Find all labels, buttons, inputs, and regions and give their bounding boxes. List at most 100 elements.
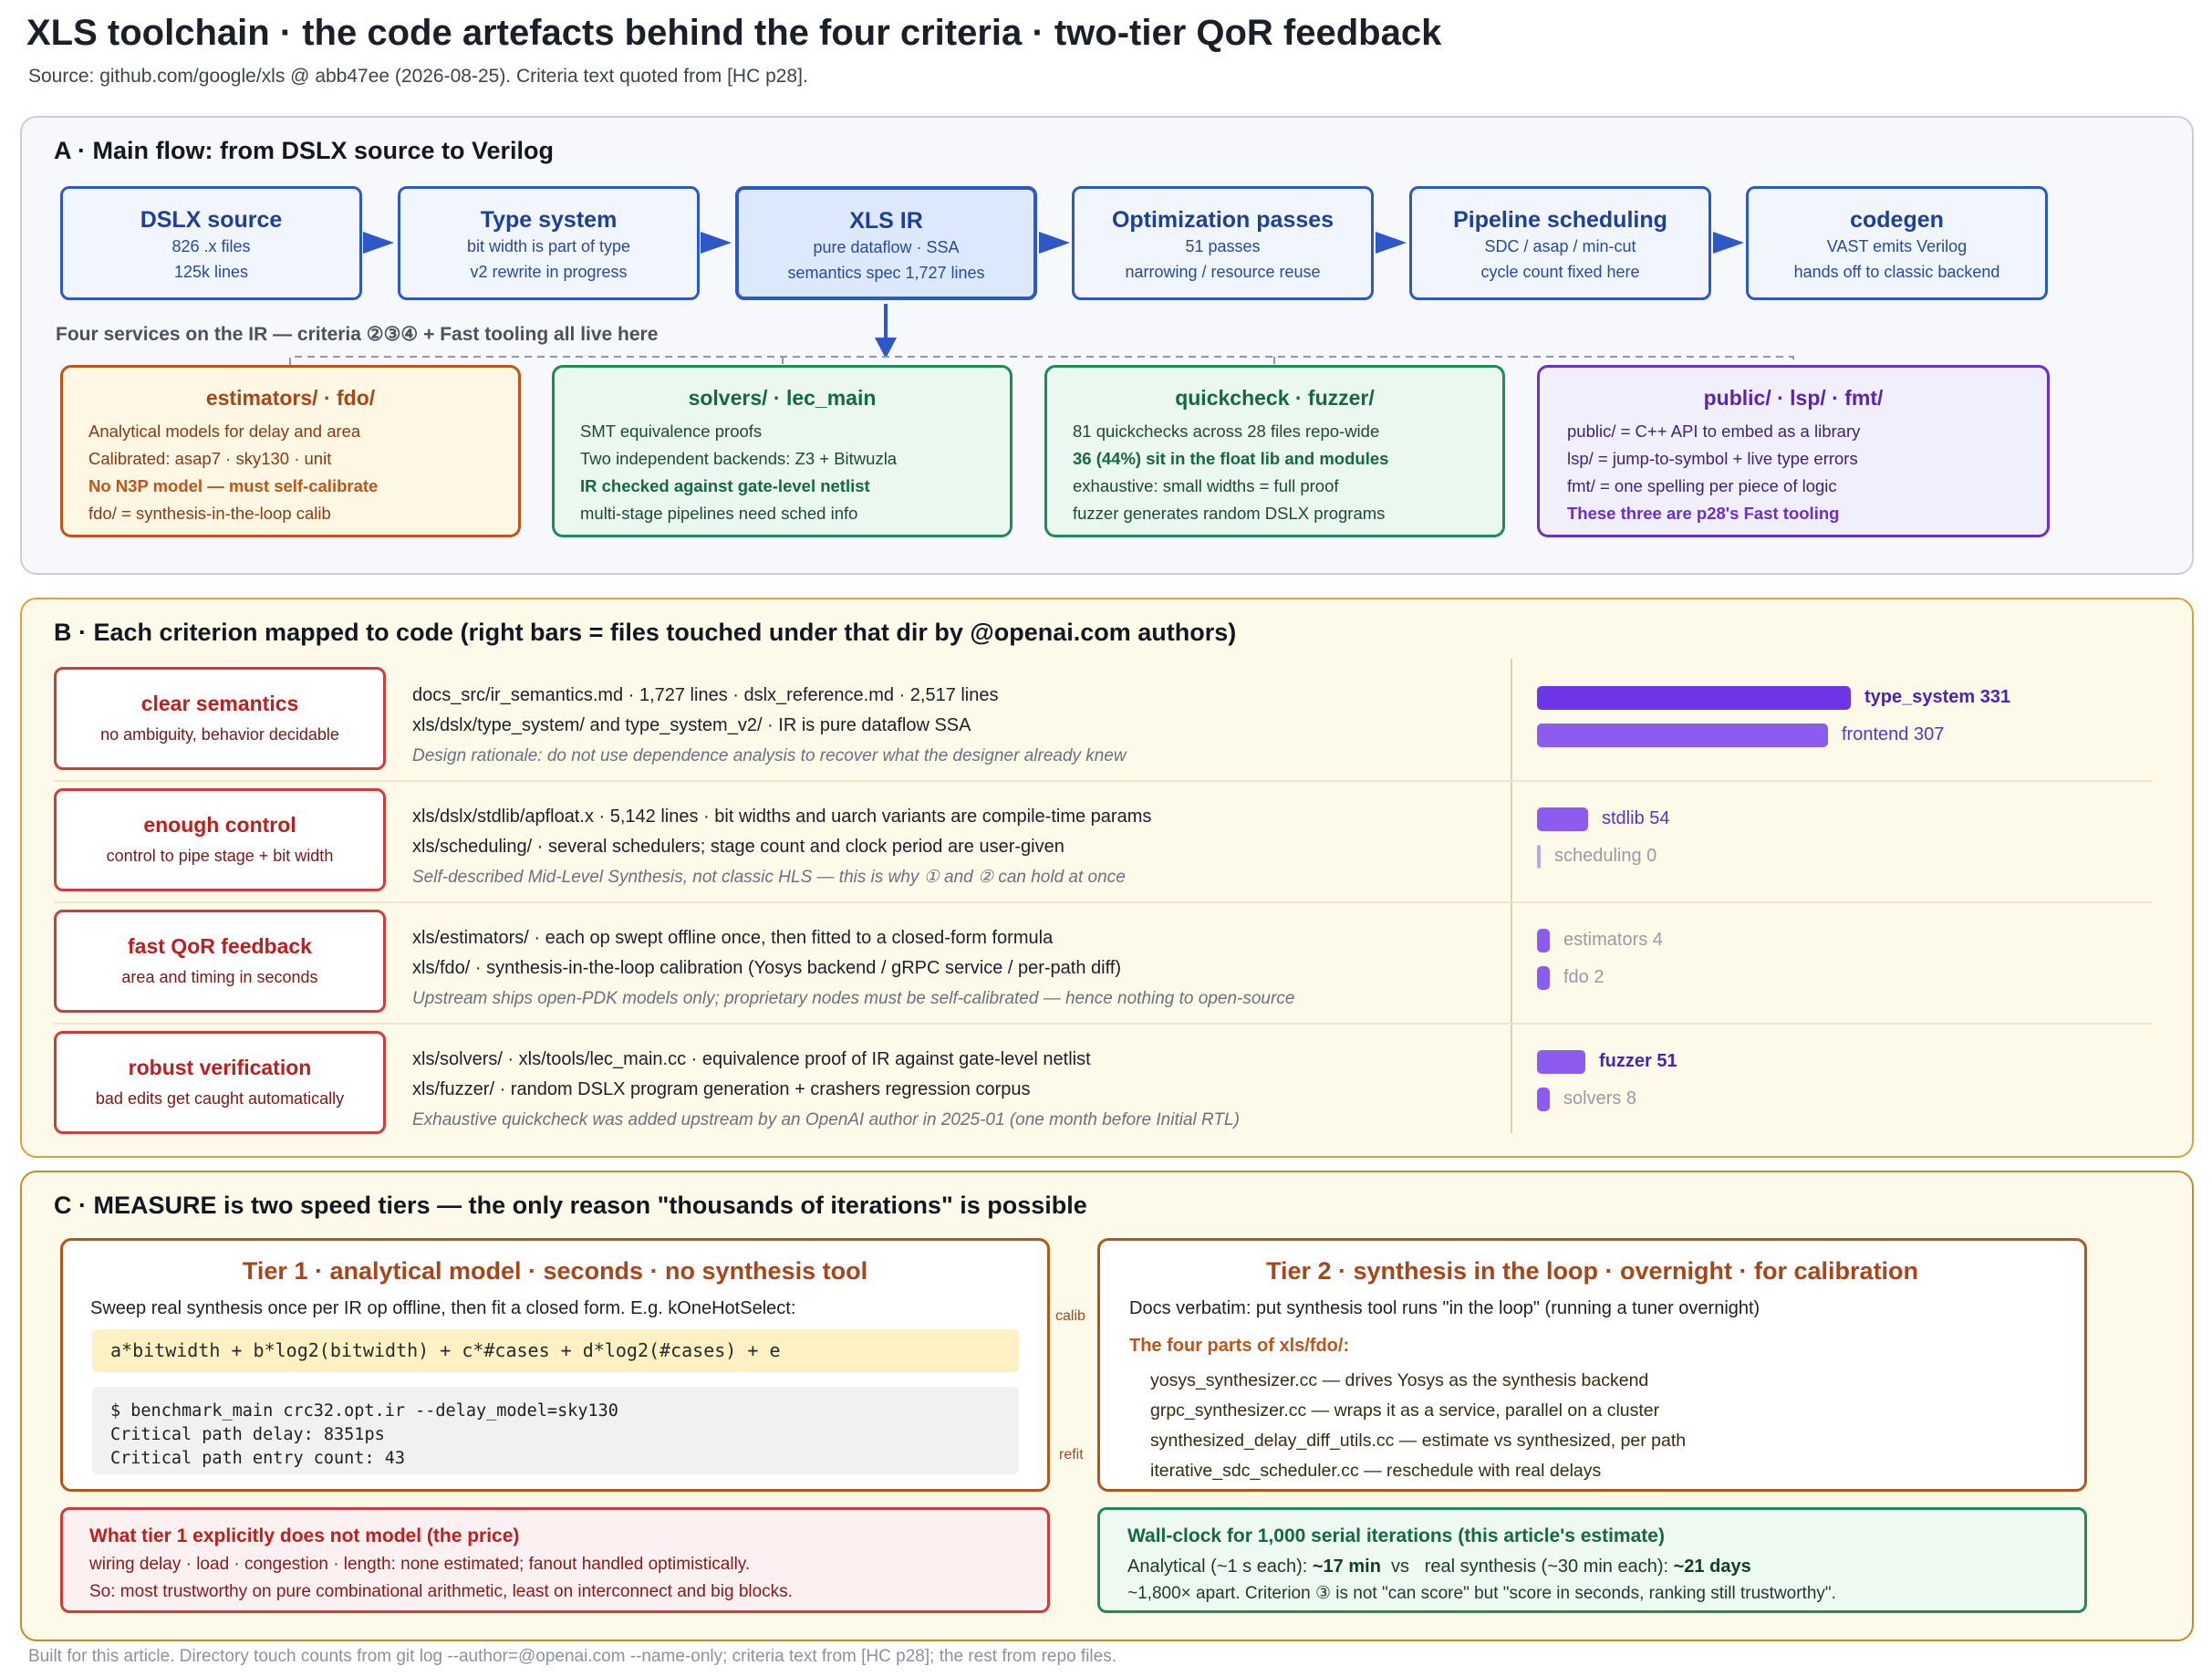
limits-line: So: most trustworthy on pure combination… [89, 1582, 793, 1601]
wallclock-analytical-value: ~17 min [1312, 1556, 1381, 1577]
tier1-intro: Sweep real synthesis once per IR op offl… [90, 1298, 796, 1318]
bar-label-fuzzer: fuzzer 51 [1599, 1051, 1677, 1071]
criterion-name: robust verification [128, 1056, 312, 1079]
service-line: Two independent backends: Z3 + Bitwuzla [580, 449, 898, 468]
criterion-sub: control to pipe stage + bit width [106, 847, 334, 865]
wallclock-synthesis-label: real synthesis (~30 min each): [1424, 1556, 1674, 1577]
flow-arrow-1 [363, 232, 394, 254]
service-line: fdo/ = synthesis-in-the-loop calib [88, 504, 331, 523]
fdo-part: synthesized_delay_diff_utils.cc — estima… [1150, 1431, 1687, 1451]
fdo-part: iterative_sdc_scheduler.cc — reschedule … [1150, 1461, 1602, 1481]
bar-label-scheduling: scheduling 0 [1554, 846, 1657, 866]
service-line: public/ = C++ API to embed as a library [1567, 422, 1861, 441]
service-connector-dashes [289, 356, 1794, 365]
panel-a-title: A · Main flow: from DSLX source to Veril… [54, 137, 555, 164]
wallclock-line: ~1,800× apart. Criterion ③ is not "can s… [1127, 1584, 1836, 1603]
ir-down-arrow-head [875, 338, 897, 359]
wallclock-title: Wall-clock for 1,000 serial iterations (… [1127, 1525, 1665, 1546]
bar-label-stdlib: stdlib 54 [1602, 808, 1670, 828]
criterion-line: xls/fuzzer/ · random DSLX program genera… [412, 1079, 1031, 1099]
flow-node-line: bit width is part of type [466, 237, 631, 255]
tier1-terminal: $ benchmark_main crc32.opt.ir --delay_mo… [92, 1387, 1019, 1474]
flow-node-line: pure dataflow · SSA [813, 238, 960, 256]
criterion-line: docs_src/ir_semantics.md · 1,727 lines ·… [412, 685, 999, 705]
service-line-emphasis: 36 (44%) sit in the float lib and module… [1073, 449, 1389, 468]
service-line-emphasis: These three are p28's Fast tooling [1567, 504, 1840, 523]
row-divider [54, 901, 2152, 903]
service-estimators-fdo: estimators/ · fdo/ Analytical models for… [60, 365, 521, 537]
criterion-line: xls/estimators/ · each op swept offline … [412, 928, 1054, 948]
terminal-line: Critical path entry count: 43 [110, 1449, 406, 1468]
refit-label: refit [1059, 1447, 1084, 1463]
bar-stdlib [1537, 807, 1588, 831]
service-line: Calibrated: asap7 · sky130 · unit [88, 449, 332, 468]
page-footer: Built for this article. Directory touch … [28, 1647, 1116, 1666]
wallclock-vs: vs [1380, 1556, 1425, 1577]
row-divider [54, 780, 2152, 782]
flow-node-line: cycle count fixed here [1480, 263, 1640, 281]
terminal-line: Critical path delay: 8351ps [110, 1425, 385, 1444]
flow-node-optimization-passes: Optimization passes 51 passes narrowing … [1072, 186, 1374, 300]
criterion-name: enough control [143, 813, 296, 837]
service-line: multi-stage pipelines need sched info [580, 504, 858, 523]
bar-label-fdo: fdo 2 [1563, 967, 1604, 987]
criterion-line: xls/dslx/type_system/ and type_system_v2… [412, 715, 971, 735]
service-line: fmt/ = one spelling per piece of logic [1567, 476, 1837, 495]
tier2-box: Tier 2 · synthesis in the loop · overnig… [1097, 1238, 2087, 1492]
flow-node-line: 51 passes [1185, 237, 1261, 255]
criterion-sub: area and timing in seconds [121, 968, 318, 986]
flow-node-line: hands off to classic backend [1793, 263, 2000, 281]
flow-arrow-4 [1376, 232, 1407, 254]
criterion-sub: no ambiguity, behavior decidable [100, 725, 339, 744]
bar-scheduling [1537, 845, 1541, 869]
criterion-name: clear semantics [140, 692, 299, 715]
tier2-parts-heading: The four parts of xls/fdo/: [1129, 1336, 1350, 1356]
panel-b-title: B · Each criterion mapped to code (right… [54, 619, 1237, 646]
limits-line: wiring delay · load · congestion · lengt… [89, 1555, 751, 1574]
criterion-robust-verification: robust verification bad edits get caught… [54, 1031, 386, 1134]
criterion-code-refs: xls/solvers/ · xls/tools/lec_main.cc · e… [412, 1045, 1240, 1135]
criterion-code-refs: xls/dslx/stdlib/apfloat.x · 5,142 lines … [412, 802, 1151, 892]
tier1-formula: a*bitwidth + b*log2(bitwidth) + c*#cases… [92, 1329, 1019, 1372]
criterion-note: Upstream ships open-PDK models only; pro… [412, 989, 1295, 1008]
bar-estimators [1537, 929, 1550, 953]
service-solvers-lec: solvers/ · lec_main SMT equivalence proo… [552, 365, 1013, 537]
flow-node-title: codegen [1850, 207, 1944, 233]
tier1-title: Tier 1 · analytical model · seconds · no… [242, 1257, 868, 1285]
flow-arrow-2 [701, 232, 732, 254]
flow-node-line: 125k lines [173, 263, 249, 281]
criterion-sub: bad edits get caught automatically [95, 1089, 345, 1108]
flow-node-codegen: codegen VAST emits Verilog hands off to … [1746, 186, 2048, 300]
criterion-enough-control: enough control control to pipe stage + b… [54, 788, 386, 891]
limits-title: What tier 1 explicitly does not model (t… [89, 1525, 520, 1546]
services-heading: Four services on the IR — criteria ②③④ +… [56, 324, 659, 345]
bars-divider [1511, 659, 1512, 1133]
panel-c-title: C · MEASURE is two speed tiers — the onl… [54, 1192, 1087, 1219]
criterion-code-refs: xls/estimators/ · each op swept offline … [412, 923, 1294, 1014]
fdo-part: yosys_synthesizer.cc — drives Yosys as t… [1150, 1370, 1649, 1390]
bar-solvers [1537, 1088, 1550, 1111]
criterion-line: xls/dslx/stdlib/apfloat.x · 5,142 lines … [412, 807, 1152, 827]
tier2-title: Tier 2 · synthesis in the loop · overnig… [1265, 1257, 1919, 1285]
criterion-clear-semantics: clear semantics no ambiguity, behavior d… [54, 667, 386, 770]
service-line: Analytical models for delay and area [88, 422, 361, 441]
criterion-line: xls/solvers/ · xls/tools/lec_main.cc · e… [412, 1049, 1091, 1069]
bar-label-frontend: frontend 307 [1842, 724, 1945, 744]
flow-node-title: Pipeline scheduling [1453, 207, 1667, 233]
flow-node-title: XLS IR [849, 208, 923, 234]
service-line: 81 quickchecks across 28 files repo-wide [1073, 422, 1380, 441]
service-line: lsp/ = jump-to-symbol + live type errors [1567, 449, 1858, 468]
bar-label-type-system: type_system 331 [1864, 687, 2011, 707]
criterion-note: Design rationale: do not use dependence … [412, 746, 1127, 765]
bar-fdo [1537, 966, 1550, 990]
bar-fuzzer [1537, 1050, 1585, 1074]
service-line-emphasis: IR checked against gate-level netlist [580, 476, 870, 495]
service-line: exhaustive: small widths = full proof [1073, 476, 1339, 495]
flow-node-title: Type system [480, 207, 618, 233]
flow-node-line: v2 rewrite in progress [470, 263, 628, 281]
terminal-line: $ benchmark_main crc32.opt.ir --delay_mo… [110, 1401, 618, 1421]
service-line-emphasis: No N3P model — must self-calibrate [88, 476, 379, 495]
flow-node-line: 826 .x files [171, 237, 251, 255]
wallclock-synthesis-value: ~21 days [1673, 1556, 1751, 1577]
service-public-lsp-fmt: public/ · lsp/ · fmt/ public/ = C++ API … [1537, 365, 2050, 537]
